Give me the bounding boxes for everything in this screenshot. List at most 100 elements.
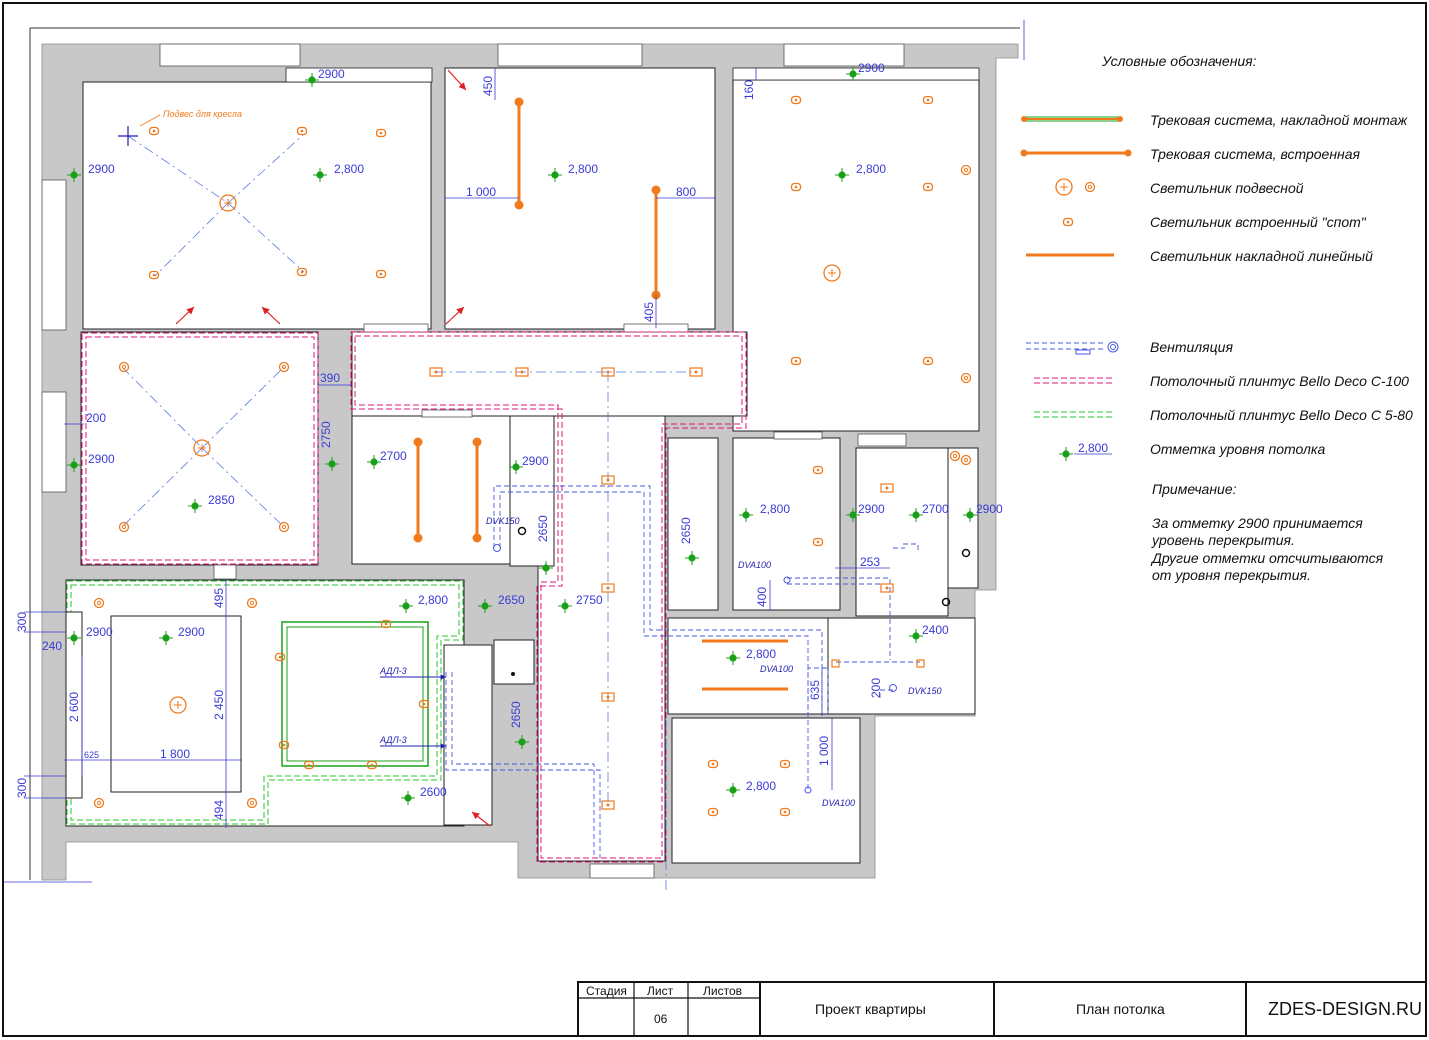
room-vent-box [493, 639, 535, 685]
room-bath-2 [855, 447, 949, 617]
room-shaft [947, 447, 979, 589]
dim-label: 800 [676, 185, 696, 199]
floor-plan [4, 20, 1025, 892]
room-corridor [537, 415, 666, 862]
sheets-header: Листов [703, 984, 742, 998]
company-name: ZDES-DESIGN.RU [1268, 999, 1422, 1019]
room-bedroom-1 [444, 67, 716, 330]
level-label: 2900 [88, 452, 115, 466]
stage-header: Стадия [586, 984, 627, 998]
level-label: 2,800 [1078, 441, 1108, 455]
spot-lights [93, 95, 972, 817]
dim-label: 2650 [536, 515, 550, 542]
level-label: 2900 [858, 61, 885, 75]
level-label: 2,800 [760, 502, 790, 516]
note-line: За отметку 2900 принимается [1152, 515, 1363, 531]
level-label: 2700 [380, 449, 407, 463]
dimension-labels: 450 1 000 800 160 405 390 200 2750 2650 … [15, 76, 883, 820]
pendant-icon [1055, 178, 1096, 196]
room-kitchen [65, 579, 465, 827]
level-label: 2650 [498, 593, 525, 607]
track-surface-icon [1021, 116, 1123, 122]
note-line: от уровня перекрытия. [1152, 567, 1311, 583]
legend-label: Светильник накладной линейный [1150, 248, 1373, 264]
legend-label: Потолочный плинтус Bello Deco C 5-80 [1150, 407, 1413, 423]
dim-label: 1 000 [466, 185, 496, 199]
legend-label: Вентиляция [1150, 339, 1233, 355]
dim-label: 450 [481, 76, 495, 96]
legend-label: Светильник подвесной [1150, 180, 1304, 196]
room-laundry [827, 617, 976, 715]
dim-label: 200 [869, 678, 883, 698]
drain-icons [511, 526, 971, 676]
dim-label: 2 450 [212, 690, 226, 720]
dim-label: 2650 [679, 517, 693, 544]
room-storage [443, 644, 493, 826]
dim-label: 240 [42, 639, 62, 653]
legend-label: Трековая система, встроенная [1150, 146, 1361, 162]
legend-label: Светильник встроенный "спот" [1150, 214, 1367, 230]
legend: Условные обозначения: Трековая система, … [1020, 53, 1413, 583]
level-label: 2850 [208, 493, 235, 507]
dim-label: 200 [86, 411, 106, 425]
track-lights [413, 97, 661, 543]
level-mark-icon [1058, 446, 1112, 462]
legend-label: Потолочный плинтус Bello Deco C-100 [1150, 373, 1409, 389]
linear-lights [702, 639, 788, 691]
adl-label: АДЛ-3 [379, 735, 407, 745]
level-label: 2,800 [746, 779, 776, 793]
adl-label: АДЛ-3 [379, 666, 407, 676]
level-label: 2750 [576, 593, 603, 607]
dim-label: 300 [15, 778, 29, 798]
dimension-lines [24, 68, 890, 828]
level-label: 2900 [858, 502, 885, 516]
track-recessed-icon [1020, 149, 1132, 157]
dim-label: 390 [320, 371, 340, 385]
chair-hook-label: Подвес для кресла [163, 109, 242, 119]
sheet-number: 06 [654, 1012, 668, 1026]
vent-label: DVK150 [486, 516, 520, 526]
plinth-c100-icon [1034, 377, 1112, 384]
dim-label: 300 [15, 612, 29, 632]
dim-label: 253 [860, 555, 880, 569]
dim-label: 494 [212, 800, 226, 820]
spot-icon [1062, 217, 1074, 227]
level-label: 2400 [922, 623, 949, 637]
room-bath-1 [732, 437, 841, 611]
dim-label: 1 000 [817, 736, 831, 766]
dim-label: 400 [755, 587, 769, 607]
room-bedroom-2 [732, 79, 980, 432]
legend-label: Трековая система, накладной монтаж [1150, 112, 1409, 128]
level-label: 2,800 [418, 593, 448, 607]
legend-label: Отметка уровня потолка [1150, 441, 1326, 457]
dim-label: 1 800 [160, 747, 190, 761]
level-label: 2,800 [856, 162, 886, 176]
adl-arrows [380, 674, 446, 749]
note-line: уровень перекрытия. [1151, 532, 1295, 548]
room-office [667, 617, 829, 715]
level-label: 2900 [88, 162, 115, 176]
vent-labels: DVK150 DVA100 DVA100 DVK150 DVA100 АДЛ-3… [379, 516, 942, 808]
vent-label: DVA100 [822, 798, 855, 808]
level-label: 2900 [86, 625, 113, 639]
vent-label: DVK150 [908, 686, 942, 696]
level-label: 2,800 [746, 647, 776, 661]
level-label: 2600 [420, 785, 447, 799]
room-living [82, 81, 432, 330]
dim-label: 2 600 [67, 692, 81, 722]
level-label: 2,800 [568, 162, 598, 176]
project-name: Проект квартиры [815, 1001, 926, 1017]
dim-label: 625 [84, 750, 99, 760]
room-dressing [351, 415, 511, 565]
dim-label: 2650 [509, 701, 523, 728]
drawing-name: План потолка [1076, 1001, 1165, 1017]
level-labels: 2900 2,800 2900 2,800 2,800 2900 2,800 2… [86, 61, 1108, 799]
level-label: 2700 [922, 502, 949, 516]
chair-hook-icon [118, 126, 138, 146]
dim-label: 495 [212, 588, 226, 608]
note-title: Примечание: [1152, 481, 1237, 497]
level-label: 2900 [522, 454, 549, 468]
room-study [671, 717, 861, 864]
level-label: 2,800 [334, 162, 364, 176]
